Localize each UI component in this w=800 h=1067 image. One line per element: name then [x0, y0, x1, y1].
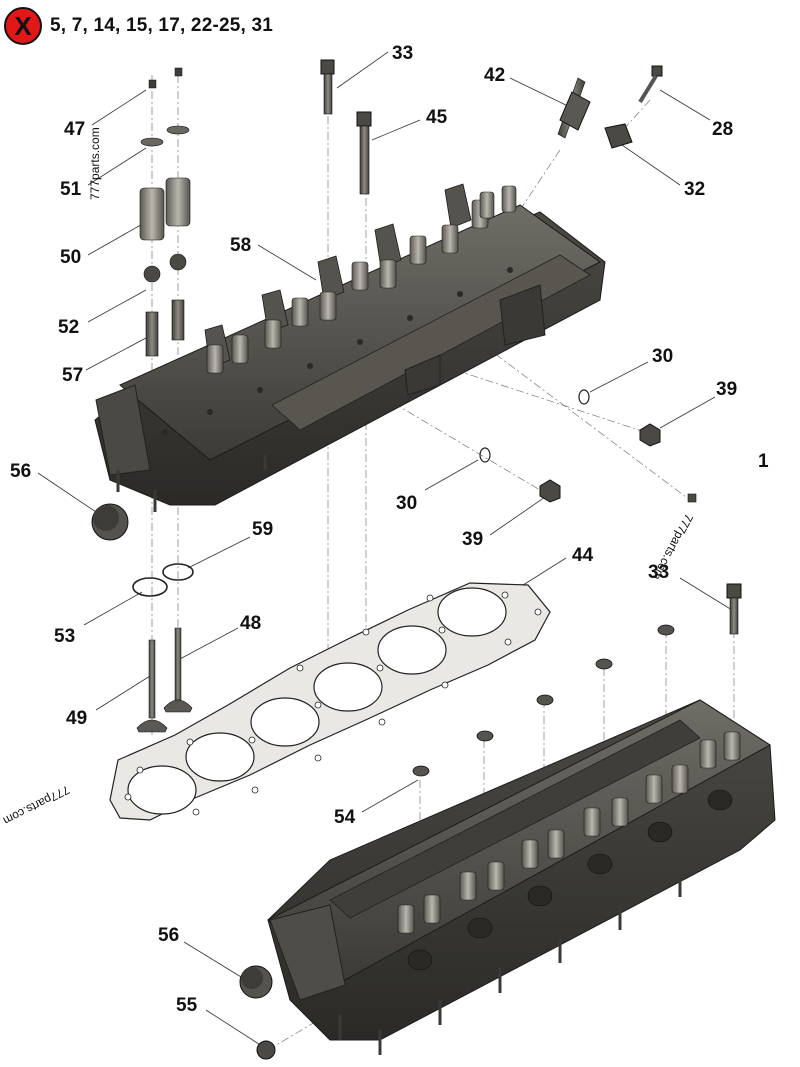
callout-55: 55 [176, 995, 198, 1016]
badge-glyph: X [14, 11, 32, 41]
lower-cylinder-head [267, 699, 776, 1055]
leader-lines [37, 51, 733, 1047]
callout-45: 45 [426, 107, 448, 128]
plug-1 [687, 493, 697, 503]
o-rings-30 [479, 389, 590, 463]
lower-valve-springs [397, 731, 741, 934]
callout-32: 32 [684, 179, 706, 200]
callout-53: 53 [54, 626, 76, 647]
head-gasket [109, 582, 551, 821]
seal-rings-53-59 [132, 563, 194, 597]
callout-56-upper: 56 [10, 461, 32, 482]
callout-42: 42 [484, 65, 506, 86]
lower-ports [407, 789, 733, 971]
excluded-parts-header: X 5, 7, 14, 15, 17, 22-25, 31 [4, 6, 273, 46]
head-studs [116, 455, 267, 512]
plug-55 [256, 1040, 276, 1060]
callout-58: 58 [230, 235, 252, 256]
clamp-32 [604, 123, 633, 149]
callout-44: 44 [572, 545, 594, 566]
callout-1: 1 [758, 451, 769, 472]
valve-parts-column [139, 67, 191, 357]
bolt-28 [638, 65, 663, 104]
callout-28: 28 [712, 119, 734, 140]
injector-42 [557, 77, 591, 139]
cup-plug-56-top [91, 503, 129, 541]
excluded-parts-list: 5, 7, 14, 15, 17, 22-25, 31 [50, 15, 274, 36]
bolt-45 [356, 111, 372, 195]
callout-59: 59 [252, 519, 274, 540]
callout-33-lower: 33 [648, 562, 670, 583]
head-bolt-holes [162, 267, 513, 435]
callout-39-lower: 39 [462, 529, 484, 550]
callout-30-upper: 30 [652, 346, 674, 367]
callout-57: 57 [62, 365, 84, 386]
cup-plug-56-bottom [239, 965, 273, 999]
callout-47: 47 [64, 119, 86, 140]
callout-33-top: 33 [392, 43, 414, 64]
watermark-left: 777parts.com [88, 127, 102, 200]
callout-49: 49 [66, 708, 88, 729]
callout-56-lower: 56 [158, 925, 180, 946]
plugs-39 [539, 423, 661, 503]
callout-52: 52 [58, 317, 80, 338]
injector-sleeves-54 [412, 624, 675, 777]
bolt-33-bottom [726, 583, 742, 635]
x-circle-icon: X [4, 7, 42, 45]
callout-39-upper: 39 [716, 379, 738, 400]
callout-54: 54 [334, 807, 356, 828]
callout-30-lower: 30 [396, 493, 418, 514]
lower-studs [338, 872, 682, 1055]
callout-51: 51 [60, 179, 82, 200]
upper-cylinder-head [94, 183, 606, 512]
valve-spring-assemblies [206, 185, 517, 374]
callout-50: 50 [60, 247, 82, 268]
bolt-33-top [320, 59, 335, 115]
valves-48-49 [136, 627, 193, 733]
callout-48: 48 [240, 613, 262, 634]
